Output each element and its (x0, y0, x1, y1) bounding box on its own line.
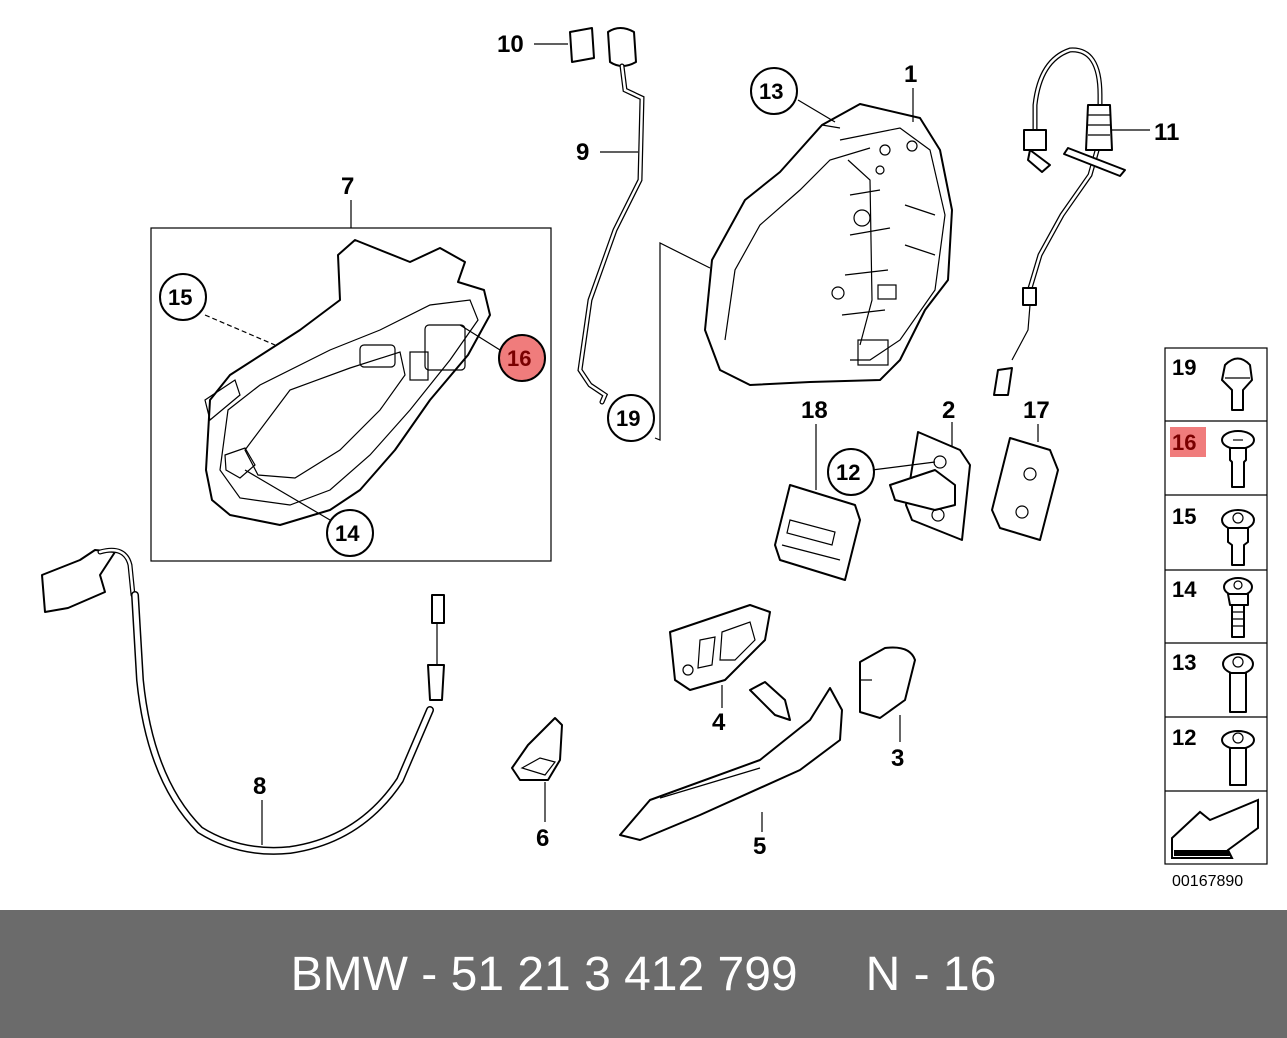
legend-label-16: 16 (1172, 430, 1196, 455)
callout-15-circle (159, 273, 207, 321)
callout-13-circle (750, 67, 798, 115)
operating-rod-9 (577, 63, 645, 405)
callout-17: 17 (1023, 397, 1050, 424)
legend-label-15: 15 (1172, 504, 1196, 529)
outer-handle-5 (619, 681, 843, 841)
callout-4: 4 (712, 709, 726, 736)
callout-15: 15 (168, 285, 192, 310)
fastener-legend: 19 16 15 14 13 12 (1164, 347, 1268, 865)
callout-3: 3 (891, 745, 904, 772)
legend-label-12: 12 (1172, 725, 1196, 750)
part-number: BMW - 51 21 3 412 799 (290, 947, 798, 1001)
callout-16-highlight (498, 334, 546, 382)
callout-19: 19 (616, 406, 640, 431)
diagram-position: N - 16 (865, 947, 997, 1001)
parts-diagram: 7 15 16 14 10 9 19 (41, 27, 1268, 890)
cap-3 (859, 646, 916, 719)
callout-13: 13 (759, 79, 783, 104)
clip-icon (1221, 357, 1253, 411)
legend-label-19: 19 (1172, 355, 1196, 380)
legend-label-13: 13 (1172, 650, 1196, 675)
legend-label-14: 14 (1172, 577, 1197, 602)
arrow-icon (1171, 798, 1259, 859)
cover-6 (511, 717, 563, 781)
callout-12: 12 (836, 460, 860, 485)
callout-14-circle (326, 509, 374, 557)
bowden-cable-11 (993, 47, 1126, 396)
callout-11: 11 (1154, 119, 1179, 146)
bowden-cable-8 (41, 547, 445, 855)
legend-16-highlight (1170, 427, 1206, 457)
screw-icon (1221, 730, 1255, 750)
gasket-18 (774, 484, 861, 581)
bracket-2 (889, 431, 971, 541)
callout-18: 18 (801, 397, 828, 424)
callout-16: 16 (507, 346, 531, 371)
callout-9: 9 (576, 139, 589, 166)
callout-7: 7 (341, 173, 354, 200)
door-lock-1 (704, 103, 953, 386)
gasket-4 (669, 604, 771, 691)
inner-handle-carrier (204, 239, 491, 526)
callout-8: 8 (253, 773, 266, 800)
callout-14: 14 (335, 521, 360, 546)
callout-2: 2 (942, 397, 955, 424)
callout-12-circle (827, 448, 875, 496)
diagram-number: 00167890 (1172, 873, 1243, 890)
callout-6: 6 (536, 825, 549, 852)
callout-5: 5 (753, 833, 766, 860)
callout-10: 10 (497, 31, 524, 58)
callout-1: 1 (904, 61, 917, 88)
seal-plate-17 (991, 437, 1059, 541)
callout-19-circle (607, 394, 655, 442)
footer-bar: BMW - 51 21 3 412 799 N - 16 (0, 910, 1287, 1038)
clip-10 (569, 27, 637, 67)
